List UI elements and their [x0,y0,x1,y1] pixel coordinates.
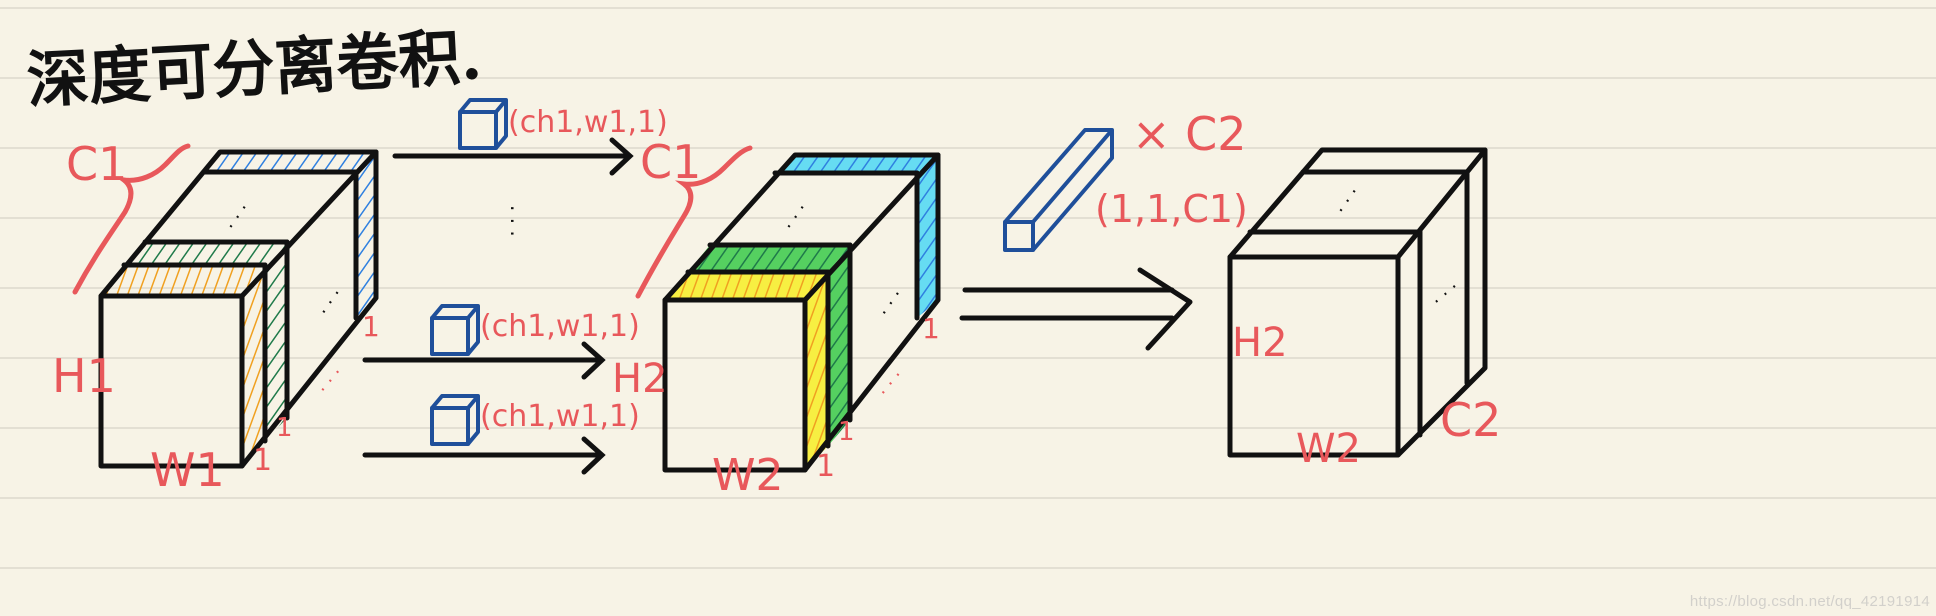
pointwise-multiplier: × C2 [1132,107,1247,161]
depthwise-kernel-label-mid: (ch1,w1,1) [480,309,640,344]
input-width-label: W1 [150,443,225,497]
depthwise-kernel-mid [430,304,480,356]
output-height-label: H2 [1232,320,1288,366]
input-slice-depth-back: 1 [362,310,380,343]
mid-channel-brace [635,145,753,299]
mid-right-green-hatch [828,245,850,446]
intermediate-tensor: · · · · · · · · · C1 H2 W2 1 1 1 [612,135,941,501]
mid-channel-label: C1 [640,135,701,189]
depthwise-kernel-label-bottom: (ch1,w1,1) [480,399,640,434]
input-right-orange-slice [242,265,265,466]
mid-front-face [662,297,808,473]
input-channel-brace [72,143,191,295]
depthwise-kernel-top [458,98,508,150]
output-right-ellipsis: · · · [1428,277,1463,311]
mid-top-green-hatch [688,245,850,272]
input-right-ellipsis: · · · [314,285,348,320]
output-channel-label: C2 [1440,393,1501,447]
title: 深度可分离卷积. [25,20,484,117]
input-top-green-slice [124,242,287,265]
mid-right-ellipsis: · · · [875,286,909,321]
output-tensor: · · · · · · H2 W2 C2 [1227,147,1501,472]
mid-top-yellow-hatch [665,272,828,300]
output-front-face [1227,254,1401,458]
mid-top-cyan-hatch [775,155,938,173]
depthwise-arrow-mid [362,341,606,380]
input-right-blue-slice [356,152,376,318]
mid-right-cyan-hatch [917,155,938,318]
input-channel-label: C1 [66,137,127,191]
input-back-ellipsis: · · · [221,200,255,235]
output-back-ellipsis: · · · [1331,183,1365,218]
depthwise-kernel-label-top: (ch1,w1,1) [508,105,668,140]
mid-slice-depth-front: 1 [816,449,835,484]
input-right-green-slice [265,242,287,441]
watermark: https://blog.csdn.net/qq_42191914 [1689,593,1930,610]
pointwise-double-arrow [959,267,1193,351]
input-slice-depth-front: 1 [253,443,272,478]
input-top-orange-slice [101,265,265,296]
pointwise-kernel-shape: (1,1,C1) [1095,187,1248,231]
depthwise-kernel-bottom [430,394,480,446]
pointwise-kernel [1003,128,1114,252]
mid-height-label: H2 [612,356,668,402]
mid-right-yellow-hatch [805,272,828,470]
mid-slice-depth-mid: 1 [838,417,855,447]
input-height-label: H1 [52,349,116,403]
mid-slice-depth-back: 1 [922,312,940,345]
depthwise-kernels: (ch1,w1,1) · · · (ch1,w1,1) (ch1,w1,1) [362,98,668,475]
input-top-blue-slice [205,152,376,172]
mid-width-label: W2 [712,450,784,501]
input-slice-depth-mid: 1 [276,413,293,443]
input-tensor: · · · · · · · · · C1 H1 W1 1 1 1 [52,137,380,497]
pointwise-step: × C2 (1,1,C1) [959,107,1248,351]
depthwise-arrow-top [392,137,634,176]
input-front-face [98,293,245,469]
mid-back-ellipsis: · · · [779,200,813,235]
depthwise-vertical-ellipsis: · · · [500,205,524,237]
output-width-label: W2 [1296,426,1361,472]
depthwise-arrow-bottom [362,436,606,475]
